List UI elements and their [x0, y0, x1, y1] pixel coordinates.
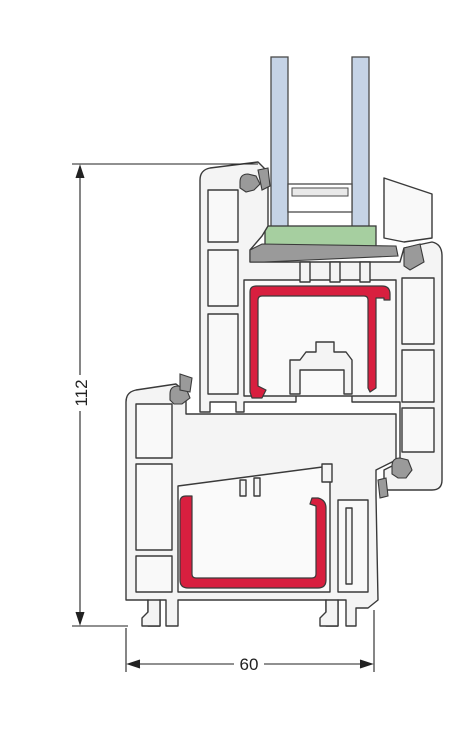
glass-pane-right: [351, 56, 370, 238]
frame-profile: [125, 383, 397, 627]
frame-chamber-2: [135, 463, 173, 551]
frame-rib-1: [239, 479, 247, 497]
sash-center-hook: [289, 341, 353, 395]
double-glazing: [270, 56, 370, 238]
frame-rib-2: [253, 477, 261, 497]
frame-chamber-1: [135, 403, 173, 459]
steel-reinforcements: [179, 285, 391, 589]
dimension-height-arrow-bottom: [75, 611, 85, 626]
dimension-height-arrow-top: [75, 164, 85, 179]
gasket-sash-bottom-right-2: [377, 477, 389, 499]
sash-rib-1: [299, 261, 311, 283]
sash-rib-2: [329, 261, 341, 283]
glass-spacer-inner: [291, 187, 349, 197]
sash-reinforcement: [249, 285, 391, 399]
sash-chamber-1: [207, 189, 239, 243]
gasket-sash-top-2: [257, 167, 271, 191]
dimension-height-text-bg: [72, 375, 90, 411]
frame-chamber-right-1: [337, 499, 369, 593]
frame-main-chamber: [177, 465, 331, 593]
frame-rib-3: [321, 463, 333, 483]
sash-chamber-2: [207, 249, 239, 307]
gaskets: [169, 167, 425, 499]
sash-chamber-right-2: [401, 349, 435, 403]
gasket-glazing-bead: [249, 243, 399, 263]
sash-profile: [199, 161, 443, 491]
frame-reinforcement: [179, 495, 327, 589]
frame-foot-left: [141, 599, 161, 627]
gasket-frame-top-2: [179, 373, 193, 393]
frame-foot-right: [319, 599, 339, 627]
sash-chamber-right-3: [401, 407, 435, 453]
glass-pane-left: [270, 56, 289, 238]
dimension-width-label: 60: [240, 655, 259, 674]
frame-chamber-right-2: [345, 507, 353, 585]
gasket-sash-bottom-right: [391, 457, 413, 479]
gasket-sash-top: [239, 173, 261, 193]
frame-chamber-3: [135, 555, 173, 593]
dimension-width-text-bg: [234, 654, 264, 674]
sash-rib-3: [359, 261, 371, 283]
sash-chamber-3: [207, 313, 239, 395]
gasket-right-top: [403, 243, 425, 271]
dimension-height-label: 112: [72, 379, 91, 406]
sash-chamber-right-1: [401, 277, 435, 345]
dimension-width-arrow-left: [126, 659, 141, 669]
sash-chamber-right-top: [383, 177, 433, 243]
dimension-width-arrow-right: [359, 659, 374, 669]
